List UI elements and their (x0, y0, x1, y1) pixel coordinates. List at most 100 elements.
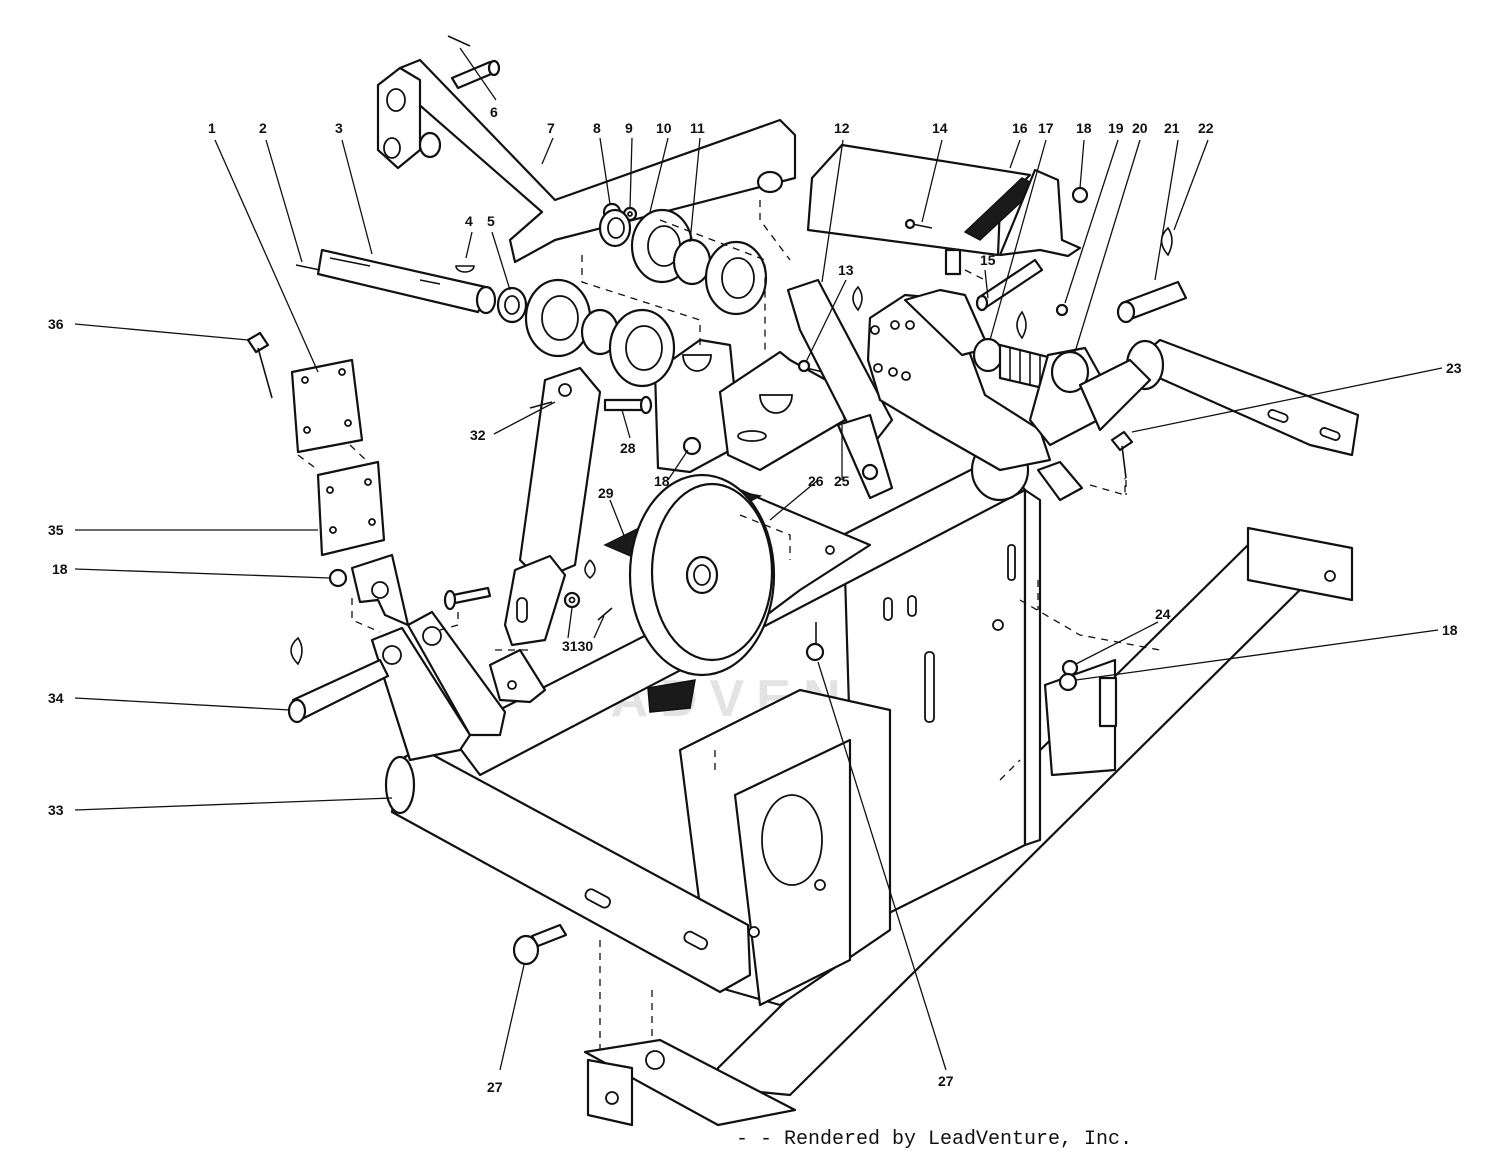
mount-plate-hole-4 (368, 518, 376, 526)
leader-36 (74, 323, 249, 341)
callout-18-right: 18 (1442, 622, 1458, 638)
shaft-keyway (419, 279, 441, 285)
dash-pivot (1089, 478, 1126, 496)
screw-14 (911, 223, 933, 229)
pulley-assembly (603, 473, 776, 713)
spring-clip (584, 559, 596, 580)
pin-28 (603, 398, 647, 412)
callout-18-left: 18 (52, 561, 68, 577)
callout-26: 26 (808, 473, 824, 489)
pivot-pin (291, 658, 390, 722)
axle-bracket-hole-1 (382, 645, 402, 665)
leader-9 (629, 137, 633, 209)
hub-20-end (1050, 350, 1090, 394)
frame-right-bracket-tab (1098, 676, 1118, 728)
leader-23 (1131, 367, 1443, 433)
callout-27-upper: 27 (938, 1073, 954, 1089)
callout-4: 4 (465, 213, 473, 229)
leader-18-left (74, 568, 331, 579)
frame-deck-hole (825, 545, 835, 555)
drive-shaft (316, 248, 492, 314)
callout-11: 11 (690, 120, 705, 136)
leader-13 (805, 279, 847, 363)
leader-17 (989, 139, 1047, 341)
bearing-bracket-slot (737, 430, 767, 442)
frame-hole-1 (992, 619, 1004, 631)
callout-19: 19 (1108, 120, 1124, 136)
top-plate-hole-3 (303, 426, 311, 434)
mount-plate-hole-3 (329, 526, 337, 534)
callout-17: 17 (1038, 120, 1054, 136)
leader-18-right (1075, 629, 1439, 681)
callout-7: 7 (547, 120, 555, 136)
link-bottom-plate (488, 648, 547, 704)
frame-assembly (448, 438, 1354, 1127)
carriage-bolt-27-lower (512, 923, 568, 966)
lift-arm-nut (861, 463, 879, 481)
leader-5 (491, 231, 511, 291)
key-4 (455, 265, 475, 273)
leader-14 (921, 139, 943, 223)
pivot-hole-5 (888, 367, 898, 377)
cotter-pin-34 (290, 636, 303, 666)
handle-bar (398, 58, 797, 264)
frame-slot-2 (907, 595, 917, 617)
handle-hole-2 (383, 137, 401, 159)
flange-11-bore (721, 257, 755, 299)
handle-boss (418, 131, 442, 159)
pivot-assembly (806, 143, 1360, 502)
leader-18-top (1079, 139, 1085, 189)
leader-28 (621, 409, 631, 439)
top-plate (290, 358, 364, 454)
washer-24 (1061, 659, 1079, 677)
frame-front-box-hole (814, 879, 826, 891)
handle-end-boss (756, 170, 784, 194)
leader-8 (599, 137, 611, 205)
callout-18-top: 18 (1076, 120, 1092, 136)
nut-18-left (328, 568, 348, 588)
pivot-hole-6 (901, 371, 911, 381)
flange-left-1-bore (541, 295, 579, 341)
leader-30 (593, 615, 605, 639)
frame-front-box-bore (761, 794, 823, 886)
lift-link-assembly (503, 366, 653, 647)
link-bottom-hole (507, 680, 517, 690)
callout-21: 21 (1164, 120, 1180, 136)
callout-20: 20 (1132, 120, 1148, 136)
frame-slot-4 (1007, 544, 1016, 581)
callout-32: 32 (470, 427, 486, 443)
assembly-lines (297, 200, 1161, 1050)
leader-27-lower (499, 964, 525, 1071)
screw-14-head (904, 218, 916, 230)
leader-6 (459, 47, 497, 101)
shaft-assembly (295, 208, 768, 388)
front-axle-slot-1 (584, 888, 611, 909)
frame-rail-end-plate (1246, 526, 1354, 602)
callout-6: 6 (490, 104, 498, 120)
carriage-bolt-27-upper-head (805, 642, 825, 662)
bearing-bracket-notch-right (759, 394, 793, 414)
dash-cover (964, 269, 986, 281)
leader-21 (1154, 139, 1179, 281)
callout-18-center: 18 (654, 473, 670, 489)
dash-hinge-2 (439, 612, 459, 631)
callout-36: 36 (48, 316, 64, 332)
belt-cover (806, 143, 1032, 257)
bearing-bracket-assembly (653, 338, 847, 474)
frame-front-box-hole-2 (748, 926, 760, 938)
spring-32 (529, 401, 553, 409)
pivot-hole-1 (870, 325, 880, 335)
callout-27-lower: 27 (487, 1079, 503, 1095)
drive-shaft-end (475, 285, 497, 315)
callout-24: 24 (1155, 606, 1171, 622)
top-plate-hole-2 (338, 368, 346, 376)
pin-28-head (639, 395, 653, 415)
belt-lower (647, 679, 696, 713)
callout-33: 33 (48, 802, 64, 818)
bearing-bracket-notch-left (682, 354, 712, 372)
bolt-36-shank (257, 347, 273, 399)
lift-link-hole-top (558, 383, 572, 397)
carriage-bolt-27-head (512, 934, 540, 966)
callout-14: 14 (932, 120, 948, 136)
